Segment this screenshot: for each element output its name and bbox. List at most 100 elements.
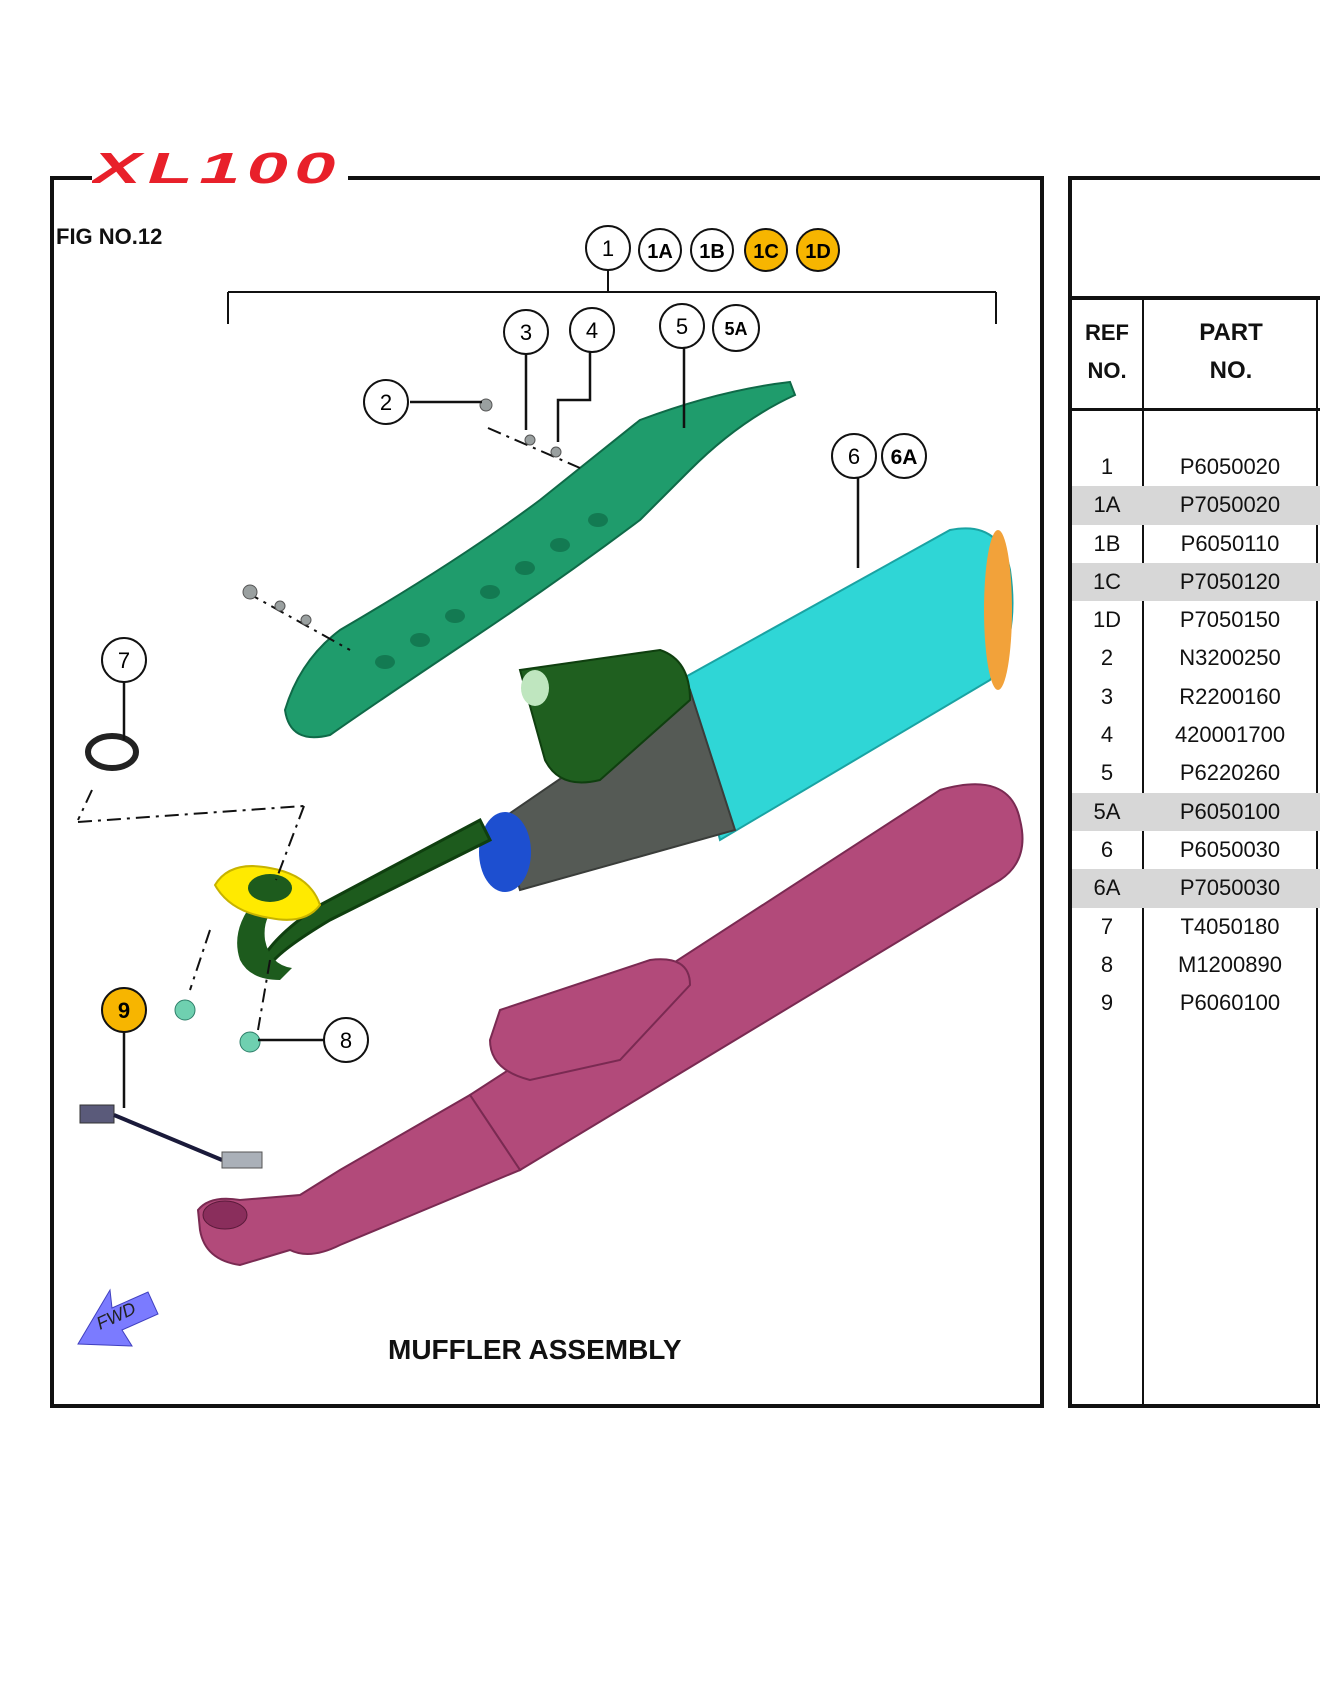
callout-4: 4 [569,307,615,353]
gasket-part-7 [85,733,139,771]
part-no-cell: 420001700 [1174,722,1286,748]
callout-6: 6 [831,433,877,479]
table-header-row: REF NO. PART NO. [1072,300,1320,411]
callout-1B: 1B [690,228,734,272]
header-ref-no: REF NO. [1085,320,1129,383]
column-divider [1316,296,1318,1408]
table-row: 9 P6060100 [1072,984,1320,1022]
part-no-cell: P6050100 [1179,798,1281,824]
svg-text:1A: 1A [647,241,673,263]
diagram-panel [50,176,1044,1408]
table-row: 1A P7050020 [1072,486,1320,525]
ref-no-cell: 4 [1100,722,1114,748]
svg-text:3: 3 [520,320,532,345]
ref-no-cell: 3 [1100,683,1114,709]
table-row: 5 P6220260 [1072,754,1320,792]
table-row: 3 R2200160 [1072,678,1320,716]
figure-title: MUFFLER ASSEMBLY [388,1334,682,1365]
svg-text:6: 6 [848,444,860,469]
ref-no-cell: 6 [1100,836,1114,862]
part-no-cell: P6050030 [1179,836,1281,862]
callout-1D: 1D [796,228,840,272]
figure-number: FIG NO.12 [56,224,163,249]
heat-shield-part-5 [283,380,797,739]
nuts-part-8 [174,999,261,1053]
header-part-no: PART NO. [1199,319,1263,384]
svg-text:7: 7 [118,648,130,673]
ref-no-cell: 1D [1092,607,1122,633]
xl100-logo: XL100 [92,150,338,188]
table-row: 5A P6050100 [1072,792,1320,831]
ref-no-cell: 1B [1093,530,1121,556]
frame-top-left-line [50,176,92,180]
part-no-cell: P7050020 [1179,492,1281,518]
part-no-cell: R2200160 [1179,683,1281,709]
muffler-bracket-pink [488,958,692,1082]
frame-top-line [348,176,1044,180]
part-no-cell: T4050180 [1180,913,1280,939]
leader-lines [122,346,860,1108]
callout-1A: 1A [638,228,682,272]
callout-5A: 5A [712,304,760,352]
ref-no-cell: 8 [1100,951,1114,977]
callout-1: 1 [585,225,631,271]
bolts [242,398,562,626]
table-row: 8 M1200890 [1072,946,1320,984]
fwd-arrow: FWD [77,1288,159,1347]
svg-text:1B: 1B [699,241,725,263]
part-no-cell: M1200890 [1178,951,1282,977]
ref-no-cell: 9 [1100,990,1114,1016]
callout-9: 9 [101,987,147,1033]
ref-no-cell: 5 [1100,760,1114,786]
svg-text:5: 5 [676,314,688,339]
table-row: 2 N3200250 [1072,639,1320,677]
callout-3: 3 [503,309,549,355]
table-row: 1 P6050020 [1072,448,1320,486]
part-no-cell: P6050020 [1179,454,1281,479]
svg-text:5A: 5A [724,319,747,339]
part-no-cell: P6050110 [1180,530,1280,556]
callout-2: 2 [363,379,409,425]
callout-6A: 6A [881,433,927,479]
part-no-cell: P7050120 [1179,568,1281,594]
table-row: 1B P6050110 [1072,525,1320,563]
centre-lines [77,427,581,1031]
svg-text:1D: 1D [805,241,831,263]
column-divider [1142,296,1144,1408]
ref-no-cell: 1 [1100,454,1114,479]
ref-no-cell: 7 [1100,913,1114,939]
part-no-cell: N3200250 [1179,645,1281,671]
assembly-bracket [227,270,997,324]
svg-text:2: 2 [380,390,392,415]
ref-no-cell: 2 [1100,645,1114,671]
muffler-blue-ring [479,812,531,892]
table-row: 4 420001700 [1072,716,1320,754]
svg-text:4: 4 [586,318,598,343]
part-no-cell: P6060100 [1179,990,1281,1016]
callout-1C: 1C [744,228,788,272]
table-title-area [1072,180,1320,300]
callout-8: 8 [323,1017,369,1063]
svg-text:9: 9 [118,998,130,1023]
table-row: 6 P6050030 [1072,831,1320,869]
sensor-cable-part-9 [79,1104,263,1169]
svg-text:1C: 1C [753,241,779,263]
svg-text:6A: 6A [891,446,918,469]
ref-no-cell: 1A [1093,492,1121,518]
ref-no-cell: 5A [1093,798,1121,824]
parts-table: REF NO. PART NO. 1 P6050020 1A P7050020 1B P6… [1068,176,1320,1408]
svg-text:8: 8 [340,1028,352,1053]
callout-7: 7 [101,637,147,683]
svg-text:1: 1 [602,236,614,261]
muffler-body-pink [468,783,1024,1172]
table-row: 7 T4050180 [1072,908,1320,946]
ref-no-cell: 6A [1093,875,1121,901]
exploded-diagram: FWD 1 1A 1B 1C 1D 2 3 4 [77,225,1024,1347]
muffler-headpipe-pink [196,1093,522,1267]
heat-shield-holes [375,513,608,669]
part-no-cell: P6220260 [1179,760,1281,786]
